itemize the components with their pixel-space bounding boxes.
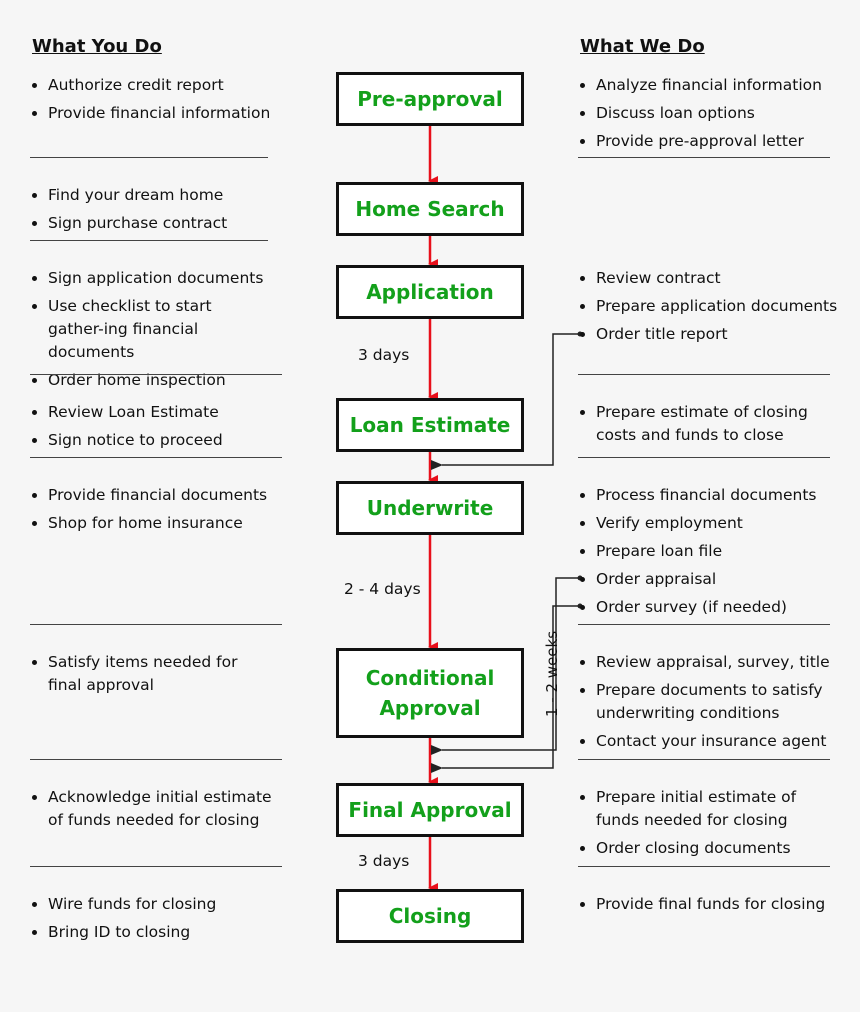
list-item: Sign application documents	[30, 267, 282, 290]
what-we-do-heading: What We Do	[580, 36, 705, 57]
list-item: Use checklist to start gather-ing financ…	[30, 295, 263, 364]
list-item: Review Loan Estimate	[30, 401, 282, 424]
step-conditional-approval: Conditional Approval	[336, 648, 524, 738]
list-item: Shop for home insurance	[30, 512, 282, 535]
separator	[578, 624, 830, 625]
step-label: Application	[366, 280, 494, 304]
duration-label: 2 - 4 days	[344, 580, 421, 598]
list-item: Sign purchase contract	[30, 212, 282, 235]
list-item: Process financial documents	[578, 484, 840, 507]
separator	[30, 866, 282, 867]
list-item: Order survey (if needed)	[578, 596, 840, 619]
list-item: Authorize credit report	[30, 74, 282, 97]
list-item: Satisfy items needed for final approval	[30, 651, 248, 697]
step-closing: Closing	[336, 889, 524, 943]
list-item: Prepare application documents	[578, 295, 840, 318]
we-do-list: Review appraisal, survey, title Prepare …	[578, 651, 840, 758]
you-do-list: Find your dream home Sign purchase contr…	[30, 184, 282, 240]
step-label: Closing	[388, 904, 472, 928]
separator	[30, 240, 268, 241]
you-do-list: Review Loan Estimate Sign notice to proc…	[30, 401, 282, 457]
list-item: Discuss loan options	[578, 102, 840, 125]
step-label: Home Search	[355, 197, 505, 221]
we-do-list: Analyze financial information Discuss lo…	[578, 74, 840, 158]
duration-label: 3 days	[358, 852, 410, 870]
separator	[578, 374, 830, 375]
duration-label: 3 days	[358, 346, 410, 364]
you-do-list: Wire funds for closing Bring ID to closi…	[30, 893, 282, 949]
title-report-connector	[431, 333, 580, 470]
list-item: Find your dream home	[30, 184, 282, 207]
step-loan-estimate: Loan Estimate	[336, 398, 524, 452]
separator	[578, 866, 830, 867]
separator	[30, 457, 282, 458]
separator	[578, 759, 830, 760]
list-item: Prepare loan file	[578, 540, 840, 563]
list-item: Review appraisal, survey, title	[578, 651, 840, 674]
list-item: Prepare estimate of closing costs and fu…	[578, 401, 816, 447]
list-item: Bring ID to closing	[30, 921, 282, 944]
we-do-list: Prepare estimate of closing costs and fu…	[578, 401, 840, 452]
you-do-list: Provide financial documents Shop for hom…	[30, 484, 282, 540]
list-item: Provide financial documents	[30, 484, 282, 507]
separator	[30, 759, 282, 760]
list-item: Provide pre-approval letter	[578, 130, 840, 153]
list-item: Provide final funds for closing	[578, 893, 840, 916]
side-duration-label: 1 - 2 weeks	[543, 630, 561, 717]
list-item: Sign notice to proceed	[30, 429, 282, 452]
list-item: Order closing documents	[578, 837, 840, 860]
step-label: Underwrite	[366, 496, 494, 520]
list-item: Prepare documents to satisfy underwritin…	[578, 679, 828, 725]
separator	[30, 624, 282, 625]
you-do-list: Sign application documents Use checklist…	[30, 267, 282, 397]
you-do-list: Authorize credit report Provide financia…	[30, 74, 282, 130]
you-do-list: Satisfy items needed for final approval	[30, 651, 260, 702]
list-item: Order home inspection	[30, 369, 282, 392]
list-item: Analyze financial information	[578, 74, 840, 97]
step-application: Application	[336, 265, 524, 319]
separator	[578, 157, 830, 158]
list-item: Review contract	[578, 267, 840, 290]
list-item: Contact your insurance agent	[578, 730, 840, 753]
step-label: Final Approval	[348, 798, 512, 822]
step-pre-approval: Pre-approval	[336, 72, 524, 126]
list-item: Provide financial information	[30, 102, 282, 125]
step-label: Loan Estimate	[349, 413, 511, 437]
list-item: Acknowledge initial estimate of funds ne…	[30, 786, 276, 832]
list-item: Prepare initial estimate of funds needed…	[578, 786, 811, 832]
step-label: Conditional Approval	[365, 666, 495, 720]
list-item: Order title report	[578, 323, 840, 346]
step-underwrite: Underwrite	[336, 481, 524, 535]
list-item: Verify employment	[578, 512, 840, 535]
separator	[30, 374, 282, 375]
list-item: Order appraisal	[578, 568, 840, 591]
survey-connector	[431, 605, 580, 773]
separator	[578, 457, 830, 458]
step-label: Pre-approval	[357, 87, 503, 111]
we-do-list: Prepare initial estimate of funds needed…	[578, 786, 840, 865]
we-do-list: Provide final funds for closing	[578, 893, 840, 921]
we-do-list: Process financial documents Verify emplo…	[578, 484, 840, 624]
we-do-list: Review contract Prepare application docu…	[578, 267, 840, 351]
list-item: Wire funds for closing	[30, 893, 282, 916]
step-final-approval: Final Approval	[336, 783, 524, 837]
separator	[30, 157, 268, 158]
you-do-list: Acknowledge initial estimate of funds ne…	[30, 786, 282, 837]
what-you-do-heading: What You Do	[32, 36, 162, 57]
step-home-search: Home Search	[336, 182, 524, 236]
appraisal-connector	[431, 577, 580, 755]
